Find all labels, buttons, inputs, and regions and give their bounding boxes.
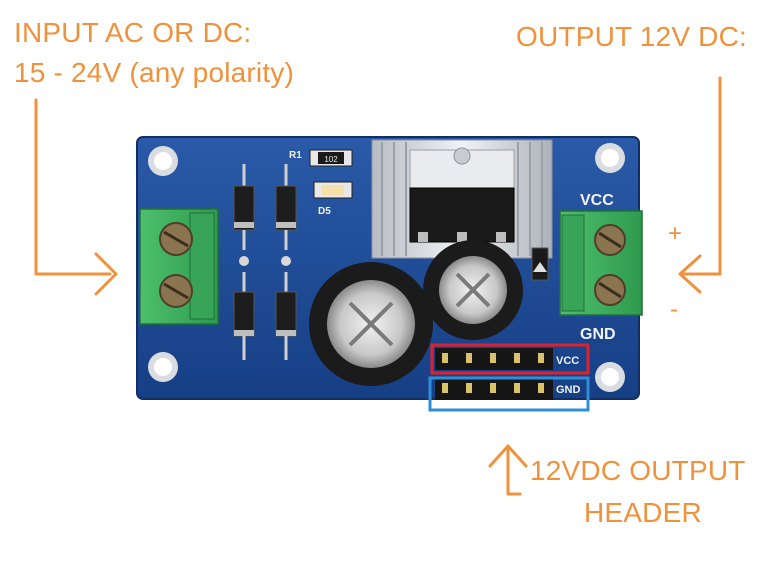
vcc-pin-header <box>435 348 553 370</box>
voltage-regulator <box>409 187 515 243</box>
vcc-terminal-label: VCC <box>580 192 614 209</box>
bridge-diodes <box>233 164 297 360</box>
output-arrow-icon <box>678 76 722 294</box>
input-label: INPUT AC OR DC: <box>14 17 252 48</box>
smd-component <box>531 247 549 281</box>
d5-label: D5 <box>318 206 331 217</box>
header-label-line2: HEADER <box>584 497 702 528</box>
plus-sign: + <box>668 220 683 247</box>
r1-value: 102 <box>324 155 338 164</box>
capacitor-large <box>309 262 433 386</box>
gnd-pin-header <box>435 378 553 400</box>
header-arrow-icon <box>488 444 528 496</box>
capacitor-small <box>423 240 523 340</box>
mounting-hole-icon <box>148 352 178 382</box>
mounting-hole-icon <box>595 362 625 392</box>
input-voltage-label: 15 - 24V (any polarity) <box>14 57 295 88</box>
smd-led <box>313 181 353 199</box>
vcc-header-label: VCC <box>556 355 579 367</box>
gnd-header-label: GND <box>556 384 581 396</box>
input-terminal-block <box>139 208 219 325</box>
smd-resistor: 102 <box>309 149 353 167</box>
output-terminal-block <box>559 210 643 316</box>
mounting-hole-icon <box>148 146 178 176</box>
vcc-highlight-box <box>430 343 590 375</box>
header-label: 12VDC OUTPUT <box>530 455 746 486</box>
mounting-hole-icon <box>595 143 625 173</box>
gnd-terminal-label: GND <box>580 326 616 343</box>
gnd-highlight-box <box>428 376 590 412</box>
input-arrow-icon <box>34 98 118 296</box>
output-label: OUTPUT 12V DC: <box>516 21 747 52</box>
r1-label: R1 <box>289 150 302 161</box>
minus-sign: - <box>670 296 678 323</box>
